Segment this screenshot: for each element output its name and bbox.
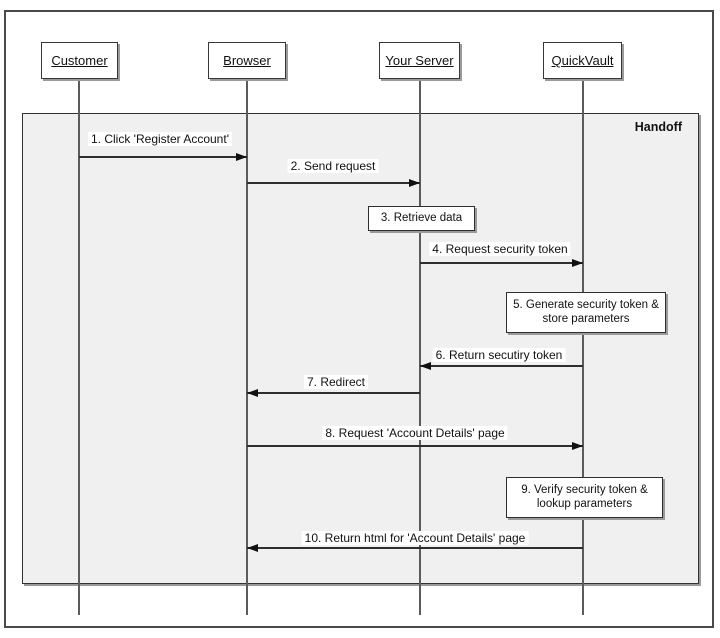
message-4-line: [420, 262, 583, 264]
message-4-arrowhead: [572, 259, 583, 267]
lifeline-name-quickvault: QuickVault: [551, 53, 614, 68]
message-6-arrowhead: [420, 362, 431, 370]
lifeline-browser: [246, 79, 248, 615]
lifeline-name-customer: Customer: [51, 53, 108, 68]
lifeline-head-customer: Customer: [41, 42, 118, 79]
action-9-label: 9. Verify security token & lookup parame…: [521, 484, 648, 510]
message-7-arrowhead: [247, 389, 258, 397]
message-2-label: 2. Send request: [287, 159, 379, 173]
lifeline-head-your-server: Your Server: [379, 42, 460, 79]
action-5-label: 5. Generate security token & store param…: [513, 299, 659, 325]
message-2-arrowhead: [409, 179, 420, 187]
message-8-line: [247, 445, 583, 447]
lifeline-your-server: [419, 79, 421, 615]
message-10-line: [247, 547, 583, 549]
message-1-arrowhead: [236, 153, 247, 161]
message-10-arrowhead: [247, 544, 258, 552]
action-5-box: 5. Generate security token & store param…: [506, 292, 666, 333]
message-1-line: [79, 156, 247, 158]
lifeline-head-browser: Browser: [208, 42, 286, 79]
action-3-box: 3. Retrieve data: [368, 206, 475, 231]
lifeline-name-your-server: Your Server: [385, 53, 454, 68]
lifeline-name-browser: Browser: [223, 53, 271, 68]
message-8-label: 8. Request 'Account Details' page: [322, 426, 508, 440]
message-4-label: 4. Request security token: [429, 242, 571, 256]
message-7-label: 7. Redirect: [303, 375, 369, 389]
message-7-line: [247, 392, 420, 394]
message-6-label: 6. Return secutiry token: [432, 348, 566, 362]
message-6-line: [420, 365, 583, 367]
message-8-arrowhead: [572, 442, 583, 450]
handoff-frame-label: Handoff: [634, 120, 682, 134]
action-3-label: 3. Retrieve data: [380, 211, 463, 224]
lifeline-quickvault: [582, 79, 584, 615]
lifeline-head-quickvault: QuickVault: [543, 42, 622, 79]
action-9-box: 9. Verify security token & lookup parame…: [506, 477, 663, 518]
message-2-line: [247, 182, 420, 184]
message-10-label: 10. Return html for 'Account Details' pa…: [301, 531, 529, 545]
lifeline-customer: [78, 79, 80, 615]
message-1-label: 1. Click 'Register Account': [88, 132, 232, 146]
